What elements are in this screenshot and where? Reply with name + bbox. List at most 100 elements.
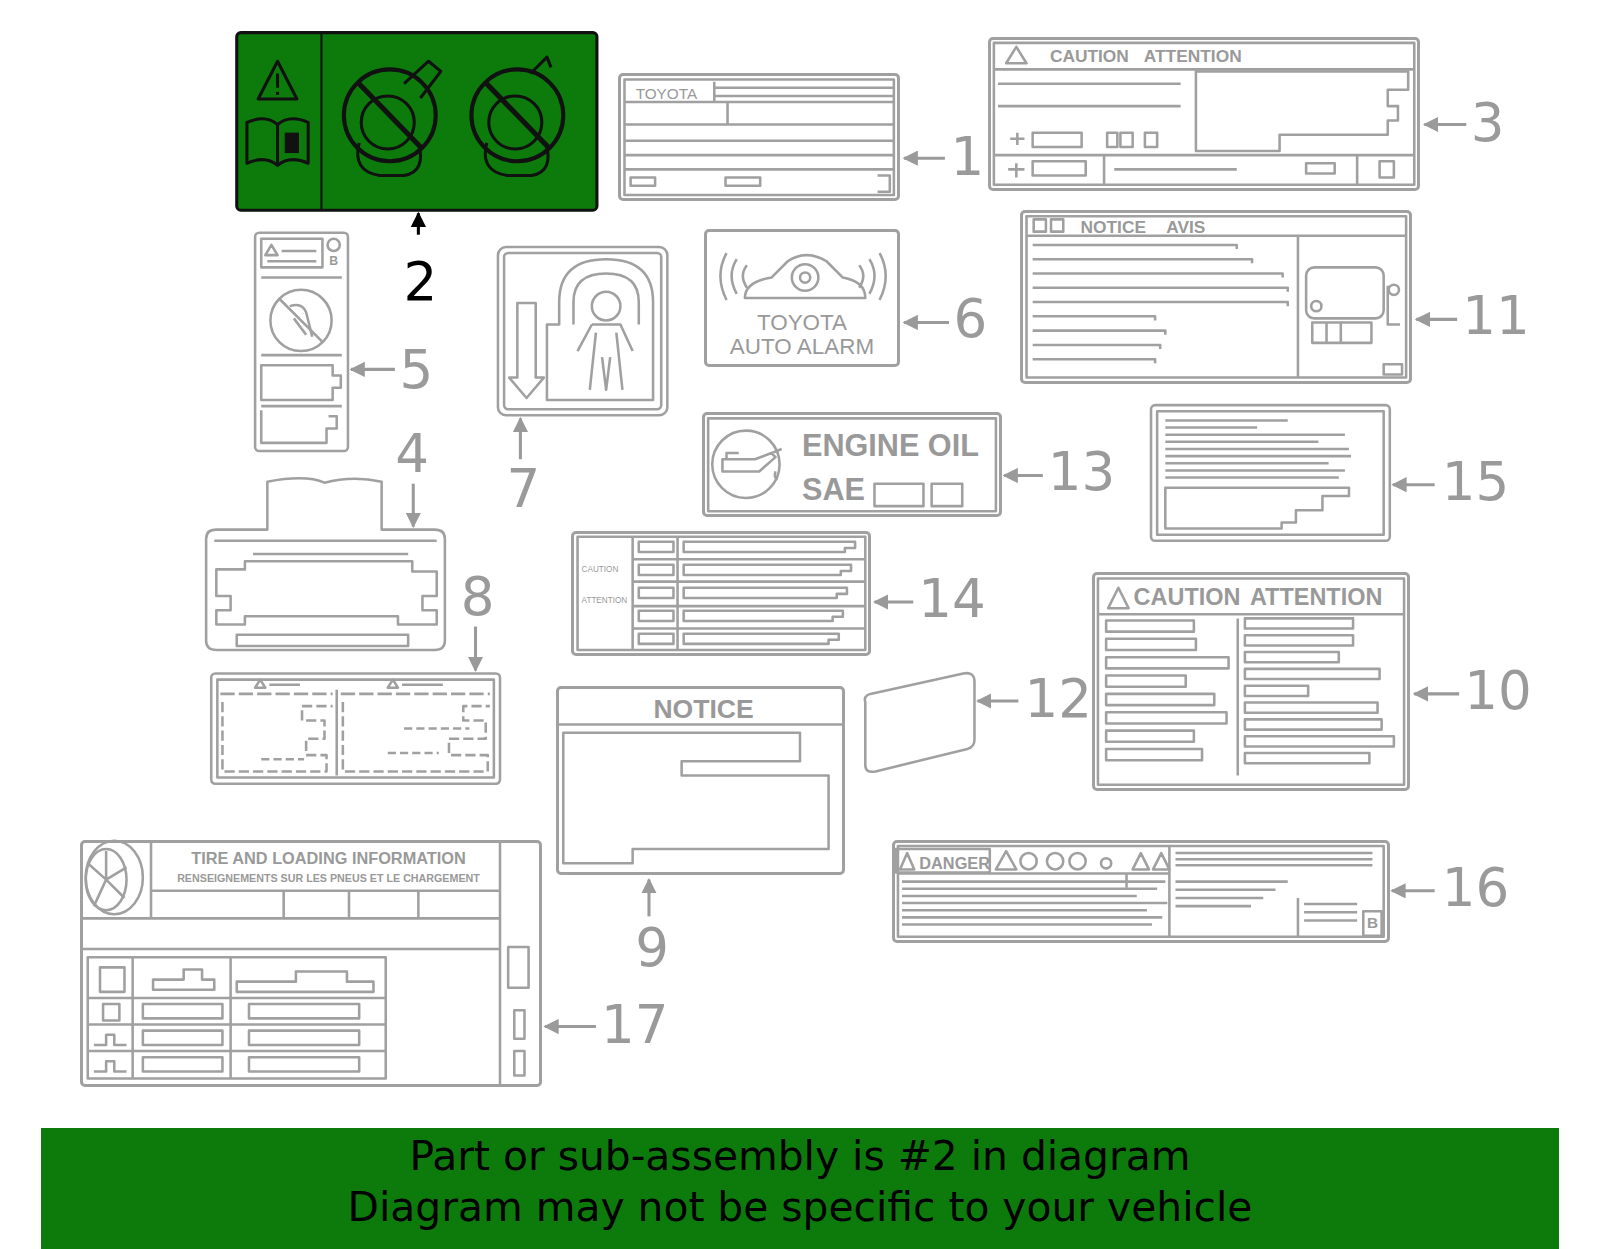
- sticker-8: [211, 673, 500, 783]
- detail-line: [902, 895, 1137, 898]
- sticker-11-lines: [1027, 216, 1407, 377]
- alarm-car-symbol: [720, 253, 885, 300]
- sticker-11: NOTICE AVIS: [1020, 210, 1412, 383]
- detail-line: [1245, 703, 1378, 713]
- detail-line: [902, 888, 1157, 891]
- sticker-9: NOTICE: [556, 686, 845, 876]
- detail-line: [1106, 620, 1194, 631]
- detail-line: [1106, 712, 1226, 723]
- sticker-text: CAUTION: [1050, 48, 1129, 65]
- detail-line: [1106, 657, 1228, 668]
- sticker-text: ATTENTION: [1250, 586, 1382, 609]
- detail-line: [902, 909, 1147, 912]
- callout-number: 11: [1462, 291, 1530, 344]
- sticker-5: [255, 233, 348, 451]
- sticker-text: TOYOTA: [636, 86, 697, 101]
- sticker-1: TOYOTA: [618, 73, 900, 201]
- caption-band: Part or sub-assembly is #2 in diagramDia…: [41, 1128, 1559, 1249]
- sticker-text: RENSEIGNEMENTS SUR LES PNEUS ET LE CHARG…: [177, 873, 480, 884]
- detail-line: [1245, 618, 1353, 628]
- sticker-6: TOYOTA AUTO ALARM: [704, 229, 900, 368]
- detail-line: [1165, 426, 1257, 429]
- sticker-text: CAUTION: [1134, 586, 1241, 609]
- sticker-text: TOYOTA AUTO ALARM: [724, 311, 879, 358]
- detail-line: [1245, 635, 1353, 645]
- detail-line: [1245, 753, 1369, 763]
- detail-line: [1033, 259, 1252, 263]
- detail-line: [1165, 469, 1345, 472]
- detail-line: [1176, 880, 1288, 883]
- sticker-16: DANGER: [892, 840, 1390, 943]
- detail-line: [902, 916, 1162, 919]
- detail-line: [1106, 749, 1202, 760]
- detail-line: [1165, 433, 1345, 436]
- detail-line: [1033, 331, 1166, 335]
- callout-number: 2: [404, 256, 438, 309]
- detail-line: [1304, 911, 1357, 914]
- callout-number: 3: [1471, 98, 1505, 151]
- sticker-letter: B: [1367, 916, 1378, 931]
- detail-line: [1033, 316, 1155, 320]
- detail-line: [1033, 302, 1288, 306]
- sticker-10: CAUTION ATTENTION: [1092, 572, 1410, 790]
- sticker-text: SAE: [802, 474, 865, 505]
- callout-number: 16: [1442, 862, 1510, 915]
- detail-line: [1176, 889, 1276, 892]
- detail-line: [1165, 476, 1338, 479]
- detail-line: [1106, 639, 1196, 650]
- detail-line: [1245, 719, 1382, 729]
- detail-line: [1165, 419, 1287, 422]
- sticker-13: ENGINE OIL SAE: [702, 412, 1002, 517]
- sticker-text: ATTENTION: [582, 597, 628, 605]
- detail-line: [1165, 462, 1328, 465]
- sticker-text: NOTICE: [653, 696, 753, 723]
- oil-can-symbol: [708, 418, 996, 511]
- callout-number: 4: [395, 429, 429, 482]
- sticker-17: TIRE AND LOADING INFORMATION RENSEIGNEMEN…: [80, 840, 542, 1087]
- callout-number: 14: [918, 573, 986, 626]
- detail-line: [902, 902, 1167, 905]
- sticker-7: [498, 247, 667, 415]
- sticker-12: [865, 673, 975, 772]
- detail-line: [1176, 905, 1252, 908]
- detail-line: [1106, 731, 1194, 742]
- caption-text: Part or sub-assembly is #2 in diagram: [409, 1136, 1190, 1177]
- sticker-text: ENGINE OIL: [802, 430, 979, 461]
- caption-text: Diagram may not be specific to your vehi…: [348, 1187, 1253, 1228]
- sticker-3-lines: [994, 43, 1414, 185]
- sticker-text: NOTICE: [1081, 219, 1146, 236]
- detail-line: [639, 611, 843, 621]
- callout-number: 8: [461, 571, 495, 624]
- detail-line: [1245, 652, 1339, 662]
- sticker-14: CAUTION ATTENTION: [571, 531, 871, 657]
- sticker-letter: B: [329, 255, 338, 267]
- detail-line: [1033, 273, 1283, 277]
- detail-line: [1033, 345, 1161, 349]
- sticker-17-lines: [82, 841, 529, 1085]
- sticker-text: TIRE AND LOADING INFORMATION: [191, 850, 466, 866]
- callout-number: 17: [601, 999, 669, 1052]
- detail-line: [1033, 359, 1155, 363]
- sticker-10-lines: [1098, 579, 1404, 785]
- callout-number: 1: [950, 132, 984, 185]
- callout-number: 12: [1024, 673, 1092, 726]
- detail-line: [1165, 448, 1349, 451]
- sticker-14-lines: [578, 537, 866, 650]
- sticker-1-lines: [624, 80, 893, 195]
- callout-number: 13: [1048, 447, 1116, 500]
- sticker-text: DANGER: [919, 855, 990, 871]
- detail-line: [1033, 245, 1237, 249]
- sticker-2: [237, 33, 597, 211]
- sticker-text: CAUTION: [582, 566, 619, 574]
- detail-line: [1033, 288, 1288, 292]
- detail-line: [1245, 736, 1394, 746]
- detail-line: [902, 880, 1165, 883]
- detail-line: [1245, 686, 1308, 696]
- callout-number: 5: [399, 345, 433, 398]
- sticker-text: ATTENTION: [1144, 48, 1242, 65]
- sticker-4: [206, 478, 445, 650]
- detail-line: [1176, 858, 1373, 861]
- detail-line: [1245, 669, 1380, 679]
- sticker-text: AVIS: [1166, 219, 1205, 236]
